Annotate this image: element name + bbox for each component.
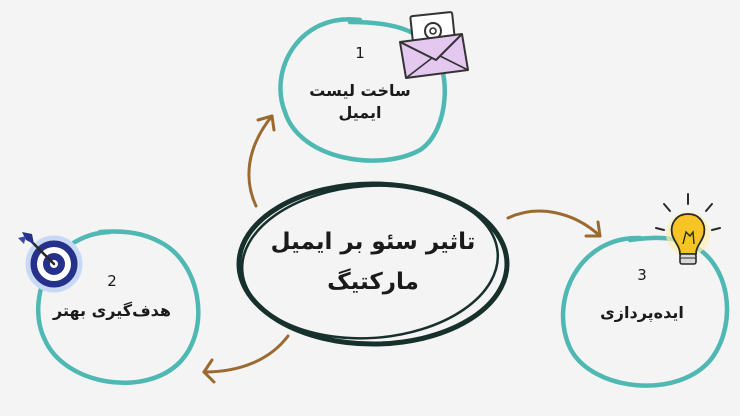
center-title: تاثیر سئو بر ایمیل مارکتیگ (260, 222, 486, 302)
node-1-title-line2: ایمیل (338, 103, 382, 122)
arrow-to-node-1 (247, 114, 276, 208)
node-1-title: ساخت لیست ایمیل (290, 80, 430, 124)
node-2-number: 2 (107, 272, 117, 290)
center-ellipse (236, 181, 510, 347)
center-title-line1: تاثیر سئو بر ایمیل (270, 229, 476, 255)
node-1-number: 1 (355, 44, 365, 62)
arrow-to-node-3 (506, 209, 602, 238)
target-dart-icon (18, 232, 83, 293)
lightbulb-icon (655, 193, 721, 265)
node-3-title: ایده‌پردازی (600, 303, 684, 322)
node-2-title: هدف‌گیری بهتر (53, 301, 171, 320)
node-1-title-line1: ساخت لیست (309, 81, 411, 100)
arrow-to-node-2 (202, 334, 290, 384)
center-title-line2: مارکتیگ (327, 269, 419, 295)
node-3-number: 3 (637, 266, 647, 284)
envelope-at-icon (399, 11, 469, 79)
